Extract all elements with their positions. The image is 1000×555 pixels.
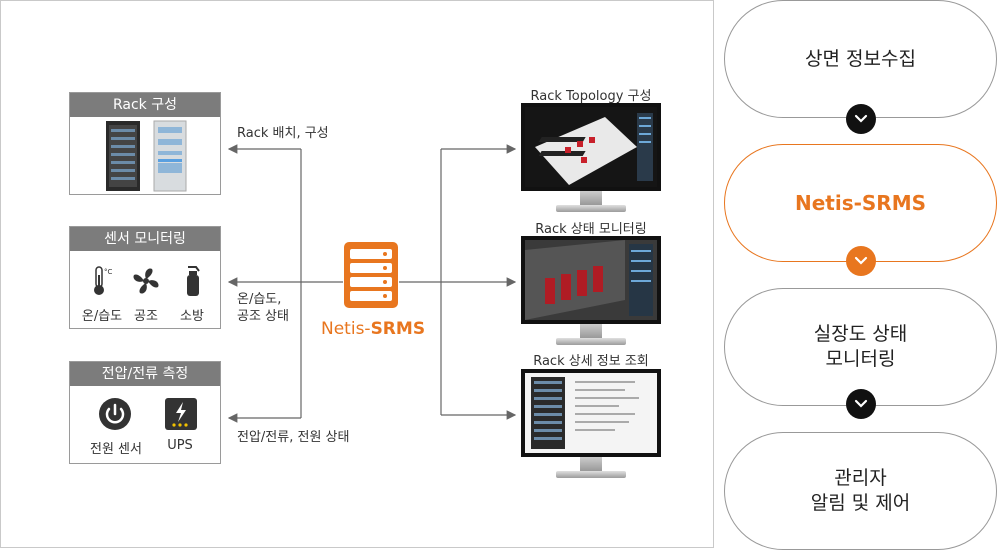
sensor-label-hvac: 공조 [134,309,158,324]
sensor-monitoring-box: 센서 모니터링 °C 온/습도 공조 소방 [69,226,221,329]
monitor-status [521,236,661,345]
rack-config-title: Rack 구성 [70,93,220,117]
sensor-label-fire: 소방 [180,309,204,324]
hub-label-bold: SRMS [370,319,426,339]
flow-step-admin-alert-line1: 관리자 [834,467,887,489]
power-measurement-box: 전압/전류 측정 전원 센서 UPS [69,361,221,464]
flow-step-admin-alert-line2: 알림 및 제어 [810,492,911,514]
flow-step-admin-alert: 관리자 알림 및 제어 [724,432,997,550]
monitor-topology [521,103,661,212]
monitor-detail-screen [521,369,661,457]
monitor-title-detail: Rack 상세 정보 조회 [533,354,649,369]
arrow-label-sensor-1: 온/습도, [237,292,282,307]
diagram-panel: Rack 구성 센서 모니터링 °C [0,0,714,548]
power-icon [99,398,131,430]
fan-icon [133,268,159,294]
flow-step-netis-srms: Netis-SRMS [724,144,997,262]
power-measurement-title: 전압/전류 측정 [70,362,220,386]
fire-extinguisher-icon [187,266,200,296]
chevron-down-icon [846,246,876,276]
flow-step-monitoring-line1: 실장도 상태 [813,323,908,345]
thermometer-icon: °C [94,266,112,295]
sensor-label-temp-humidity: 온/습도 [81,309,123,324]
flow-step-collect-label: 상면 정보수집 [805,47,916,70]
monitor-title-status: Rack 상태 모니터링 [535,222,647,237]
flow-step-collect: 상면 정보수집 [724,0,997,118]
connector-lines [227,144,517,423]
monitor-detail [521,369,661,478]
chevron-down-icon [846,104,876,134]
flow-step-netis-srms-label: Netis-SRMS [794,190,927,215]
flow-step-monitoring: 실장도 상태 모니터링 [724,288,997,406]
hub-label: Netis-SRMS [321,319,425,339]
arrow-label-rack: Rack 배치, 구성 [237,126,329,141]
rack-images [106,120,187,192]
monitor-topology-screen [521,103,661,191]
ups-icon [165,398,197,430]
sensor-monitoring-title: 센서 모니터링 [70,227,220,251]
chevron-down-icon [846,389,876,419]
hub-label-prefix: Netis- [321,319,371,339]
power-label-ups: UPS [167,438,193,453]
monitor-title-topology: Rack Topology 구성 [530,89,652,104]
arrow-label-power: 전압/전류, 전원 상태 [237,430,350,445]
arrow-label-sensor-2: 공조 상태 [237,309,289,324]
monitor-status-screen [521,236,661,324]
power-label-sensor: 전원 센서 [90,442,142,457]
rack-config-box: Rack 구성 [69,92,221,195]
server-icon [344,242,398,308]
flow-step-monitoring-line2: 모니터링 [825,348,896,370]
svg-text:°C: °C [104,268,112,276]
